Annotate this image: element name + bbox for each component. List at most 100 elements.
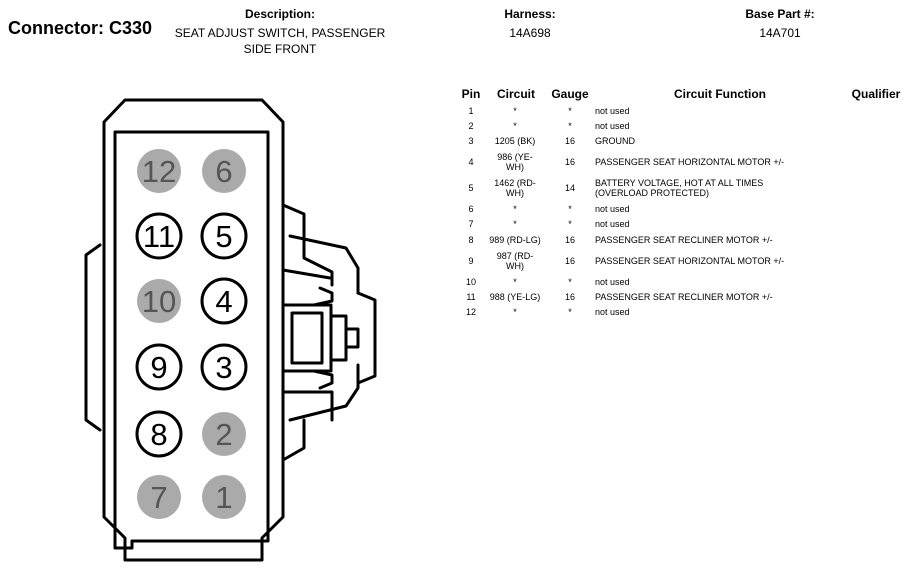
pin-cavity-10: 10 [137, 279, 181, 323]
pin-number-label: 3 [215, 350, 232, 385]
pin-circle [137, 279, 181, 323]
base-part-label: Base Part #: [745, 7, 815, 21]
latch-hook-bottom [312, 369, 334, 390]
latch-arm-top [281, 203, 334, 287]
row-circuit-line-2: WH) [506, 188, 524, 198]
pin-circle [137, 149, 181, 193]
row-pin: 7 [468, 219, 474, 229]
col-header-pin: Pin [461, 87, 481, 101]
row-gauge: 16 [564, 256, 575, 266]
row-gauge: * [568, 106, 572, 116]
row-circuit-line-1: * [513, 121, 517, 131]
row-circuit: 987 (RD-WH) [486, 251, 544, 271]
connector-title: Connector: C330 [8, 18, 153, 38]
row-circuit-function: BATTERY VOLTAGE, HOT AT ALL TIMES(OVERLO… [595, 178, 825, 198]
harness-label: Harness: [504, 7, 556, 21]
row-circuit: 1462 (RD-WH) [486, 178, 544, 198]
row-circuit: * [486, 106, 544, 116]
row-circuit-function: PASSENGER SEAT HORIZONTAL MOTOR +/- [595, 157, 825, 167]
row-gauge: 16 [564, 157, 575, 167]
harness-value: 14A698 [509, 26, 551, 40]
row-pin: 9 [468, 256, 474, 266]
row-function-line-1: not used [595, 219, 630, 229]
pin-circle [137, 475, 181, 519]
latch-tab [329, 314, 348, 362]
row-gauge: 14 [564, 183, 575, 193]
description-value: SEAT ADJUST SWITCH, PASSENGER SIDE FRONT [156, 25, 404, 57]
row-circuit: 1205 (BK) [486, 136, 544, 146]
housing-outline [102, 98, 285, 562]
row-circuit-line-1: * [513, 277, 517, 287]
pin-cavity-5: 5 [200, 212, 248, 260]
col-header-gauge: Gauge [551, 87, 589, 101]
latch-body-inner [290, 311, 324, 365]
row-circuit: * [486, 121, 544, 131]
row-gauge: * [568, 307, 572, 317]
row-function-line-1: not used [595, 106, 630, 116]
row-gauge: 16 [564, 235, 575, 245]
pin-number-label: 6 [215, 154, 232, 189]
row-circuit-function: not used [595, 121, 825, 131]
row-circuit-function: not used [595, 307, 825, 317]
row-circuit-line-1: * [513, 219, 517, 229]
row-pin: 8 [468, 235, 474, 245]
row-function-line-1: PASSENGER SEAT HORIZONTAL MOTOR +/- [595, 256, 785, 266]
row-circuit-function: not used [595, 277, 825, 287]
row-pin: 5 [468, 183, 474, 193]
row-pin: 12 [465, 307, 476, 317]
row-circuit: * [486, 307, 544, 317]
pin-number-label: 7 [150, 480, 167, 515]
left-rib [84, 243, 102, 432]
row-pin: 3 [468, 136, 474, 146]
row-circuit: * [486, 219, 544, 229]
row-circuit-function: GROUND [595, 136, 825, 146]
pin-number-label: 1 [215, 480, 232, 515]
row-circuit-line-1: 988 (YE-LG) [489, 292, 541, 302]
housing-inner-outline [113, 130, 270, 550]
row-pin: 11 [466, 292, 476, 302]
pin-circle [135, 212, 183, 260]
pin-circle [200, 212, 248, 260]
row-circuit-line-1: 1462 (RD- [494, 178, 536, 188]
row-circuit: 989 (RD-LG) [486, 235, 544, 245]
row-function-line-1: not used [595, 121, 630, 131]
row-circuit: 988 (YE-LG) [486, 292, 544, 302]
pin-cavity-11: 11 [135, 212, 183, 260]
base-part-value: 14A701 [759, 26, 801, 40]
row-circuit: 986 (YE-WH) [486, 152, 544, 172]
row-circuit-line-1: 1205 (BK) [494, 136, 536, 146]
row-gauge: * [568, 204, 572, 214]
pin-circle [135, 410, 183, 458]
pin-circle [202, 149, 246, 193]
pin-cavity-8: 8 [135, 410, 183, 458]
pin-circle [202, 475, 246, 519]
latch-arm-top-2 [288, 234, 360, 295]
pin-number-label: 5 [215, 219, 232, 254]
row-circuit-function: not used [595, 204, 825, 214]
row-circuit-line-1: * [513, 307, 517, 317]
row-function-line-2: (OVERLOAD PROTECTED) [595, 188, 710, 198]
row-function-line-1: PASSENGER SEAT RECLINER MOTOR +/- [595, 292, 773, 302]
row-function-line-1: not used [595, 204, 630, 214]
latch-arm-bottom-2 [288, 363, 360, 422]
col-header-qualifier: Qualifier [851, 87, 901, 101]
row-circuit-function: not used [595, 219, 825, 229]
row-gauge: * [568, 277, 572, 287]
row-circuit: * [486, 277, 544, 287]
row-circuit-function: PASSENGER SEAT HORIZONTAL MOTOR +/- [595, 256, 825, 266]
pin-cavity-7: 7 [137, 475, 181, 519]
latch-arm-top-3 [281, 268, 332, 280]
row-gauge: * [568, 121, 572, 131]
row-function-line-1: PASSENGER SEAT HORIZONTAL MOTOR +/- [595, 157, 785, 167]
latch-right-edge [356, 291, 377, 385]
pin-number-label: 12 [142, 154, 176, 189]
pin-number-label: 4 [215, 284, 232, 319]
row-circuit-line-1: 989 (RD-LG) [489, 235, 541, 245]
pin-cavity-12: 12 [137, 149, 181, 193]
pin-circle [202, 412, 246, 456]
row-pin: 10 [465, 277, 476, 287]
row-gauge: * [568, 219, 572, 229]
latch-arm-bottom-3 [281, 418, 306, 462]
pin-number-label: 11 [143, 219, 175, 254]
